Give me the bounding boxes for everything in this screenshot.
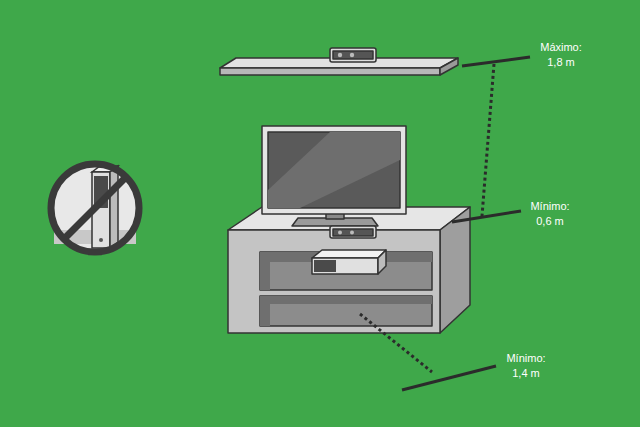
no-vertical-console-icon [51, 164, 139, 252]
kinect-sensor [330, 226, 376, 238]
height-dotted-line [482, 64, 494, 216]
console-top [312, 250, 386, 258]
kinect-sensor [330, 48, 376, 62]
dimension-label: Mínimo: 1,4 m [500, 351, 552, 381]
cabinet-lower-opening [260, 296, 432, 326]
shelf-front [220, 68, 440, 75]
kinect-face [333, 51, 373, 59]
tv-screen [268, 132, 400, 208]
dimension-label: Máximo: 1,8 m [535, 40, 587, 70]
distance-dotted-line [360, 314, 432, 372]
max-height-line [462, 57, 530, 66]
console-front [312, 258, 378, 274]
min-distance-line [402, 366, 496, 390]
shelf-side [440, 58, 458, 75]
cabinet-side [440, 207, 470, 333]
tv-frame [262, 126, 406, 214]
cabinet-upper-opening [260, 252, 432, 290]
dimension-label: Mínimo: 0,6 m [524, 199, 576, 229]
min-height-line [452, 211, 521, 222]
cabinet-front [228, 230, 440, 333]
